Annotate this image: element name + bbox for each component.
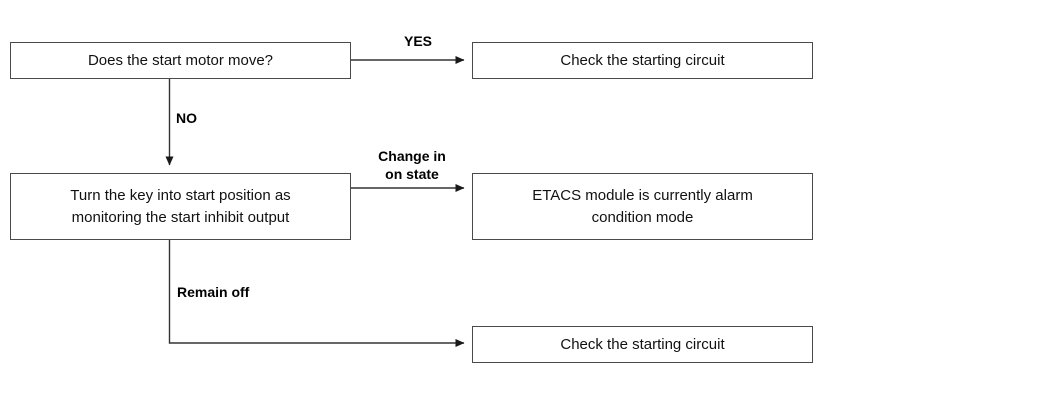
edge-label-no: NO bbox=[176, 110, 197, 126]
decision-start-motor-label: Does the start motor move? bbox=[87, 51, 274, 69]
result-check-starting-circuit-remain-off[interactable]: Check the starting circuit bbox=[472, 326, 813, 363]
result-check-starting-circuit-remain-off-label: Check the starting circuit bbox=[560, 335, 725, 353]
edge-label-change-in-on-state: Change in on state bbox=[378, 148, 446, 182]
result-check-starting-circuit-yes[interactable]: Check the starting circuit bbox=[472, 42, 813, 79]
step-turn-key[interactable]: Turn the key into start position as moni… bbox=[10, 173, 351, 240]
result-etacs-alarm-label: ETACS module is currently alarm conditio… bbox=[532, 186, 753, 226]
decision-start-motor[interactable]: Does the start motor move? bbox=[10, 42, 351, 79]
edge-label-remain-off: Remain off bbox=[177, 284, 250, 300]
step-turn-key-label: Turn the key into start position as moni… bbox=[70, 186, 291, 226]
result-check-starting-circuit-yes-label: Check the starting circuit bbox=[560, 51, 725, 69]
edge-label-yes: YES bbox=[403, 33, 432, 49]
result-etacs-alarm[interactable]: ETACS module is currently alarm conditio… bbox=[472, 173, 813, 240]
